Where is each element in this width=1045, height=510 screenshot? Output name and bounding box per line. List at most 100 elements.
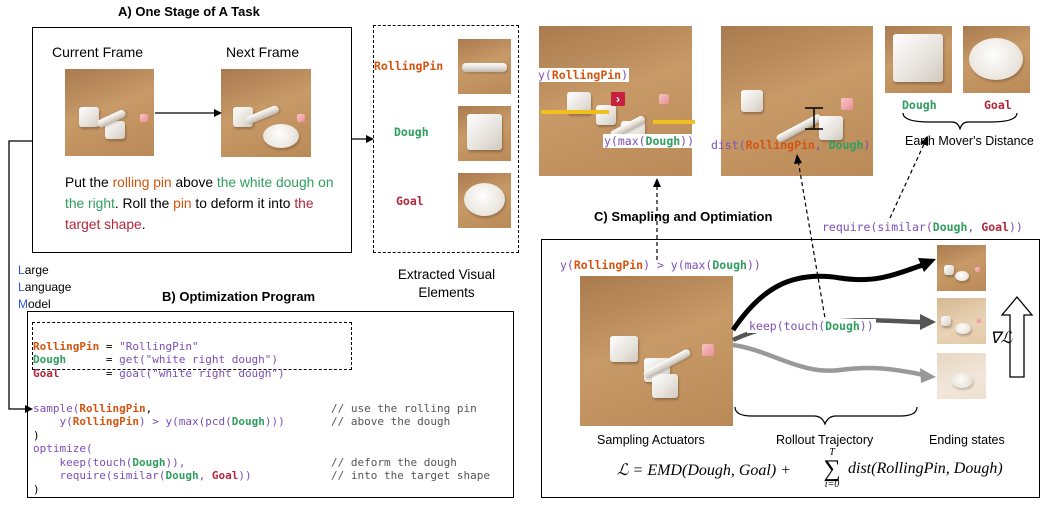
code-punct: , <box>814 138 829 152</box>
gradient-arrow-icon <box>1000 295 1034 378</box>
height-constraint-label: y(RollingPin) > y(max(Dough)) <box>560 258 761 272</box>
current-frame-image <box>65 69 154 156</box>
code-y: y( <box>560 258 574 272</box>
code-dough: Dough <box>165 469 199 482</box>
frame-arrow <box>155 109 222 117</box>
comment-deform: // deform the dough <box>331 455 457 469</box>
ending-state-3-image <box>937 353 986 399</box>
greater-than-icon: › <box>611 92 625 106</box>
task-instruction: Put the rolling pin above the white doug… <box>65 172 345 235</box>
rollout-trajectory-label: Rollout Trajectory <box>776 433 874 447</box>
dough-height-line <box>653 120 695 124</box>
dist-label: dist(RollingPin, Dough) <box>711 138 870 152</box>
code-close: )) <box>680 134 695 148</box>
current-frame-label: Current Frame <box>52 44 144 60</box>
extracted-rollingpin-image <box>458 39 511 94</box>
require-similar-label: require(similar(Dough, Goal)) <box>822 220 1023 234</box>
instruction-pin: pin <box>173 196 192 211</box>
code-close: )), <box>165 455 186 469</box>
code-punct: ) <box>33 428 40 442</box>
ending-states-label: Ending states <box>929 433 1005 447</box>
code-require: require(similar( <box>59 469 166 482</box>
code-close: ) <box>863 138 871 152</box>
code-y: y( <box>538 68 552 82</box>
code-keep: keep(touch( <box>59 455 133 469</box>
code-close: )) <box>746 258 761 272</box>
code-goal: Goal <box>211 469 239 482</box>
a-to-extracted-arrow <box>351 135 374 143</box>
definitions-code: RollingPin = "RollingPin"Dough = get("wh… <box>33 339 285 380</box>
instruction-rolling-pin: rolling pin <box>112 175 172 190</box>
code-dough: Dough <box>231 415 265 428</box>
section-a-panel <box>32 27 352 253</box>
extracted-dough-image <box>458 106 511 161</box>
sampling-actuators-label: Sampling Actuators <box>597 433 705 447</box>
code-sample: sample( <box>33 401 80 415</box>
code-close: ) <box>621 68 629 82</box>
distance-bracket-icon <box>805 107 823 130</box>
sampling-actuators-image <box>580 276 733 426</box>
dashed-connectors <box>653 136 928 325</box>
code-rollingpin: RollingPin <box>745 138 815 152</box>
ending-state-2-image <box>937 298 986 344</box>
code-punct: , <box>198 469 212 482</box>
code-gt-max: ) > y(max( <box>643 258 713 272</box>
instruction-text: . Roll the <box>114 196 174 211</box>
llm-word: anguage <box>24 280 72 294</box>
ending-state-1-image <box>937 245 986 291</box>
loss-lhs: ℒ = <box>617 462 648 479</box>
sum-operator: T ∑ i=0 <box>820 448 844 490</box>
y-rollingpin-label: y(RollingPin) <box>537 68 630 82</box>
keep-touch-label: keep(touch(Dough)) <box>747 319 876 333</box>
code-rollingpin: RollingPin <box>551 68 622 82</box>
loss-dist-args: (RollingPin, Dough) <box>871 460 1003 477</box>
code-close: )) <box>859 319 874 333</box>
def-dough-name: Dough <box>33 353 67 366</box>
code-y-max: y(max( <box>604 134 646 148</box>
code-y: y( <box>59 415 73 428</box>
emd-dough-image <box>885 26 952 93</box>
y-max-dough-label: y(max(Dough)) <box>603 134 696 148</box>
extracted-goal-label: Goal <box>396 194 424 208</box>
sum-sign: ∑ <box>823 456 841 482</box>
emd-goal-label: Goal <box>984 98 1012 112</box>
emd-label: Earth Mover's Distance <box>905 134 1034 148</box>
code-close: )) <box>1008 220 1023 234</box>
next-frame-label: Next Frame <box>226 44 300 60</box>
code-dist: dist( <box>711 138 746 152</box>
emd-bracket <box>902 112 1018 130</box>
distance-image <box>721 26 873 176</box>
program-code: sample(RollingPin, y(RollingPin) > y(max… <box>33 388 285 510</box>
code-rollingpin: RollingPin <box>79 401 146 415</box>
comment-target: // into the target shape <box>331 469 490 482</box>
loss-emd: EMD <box>647 462 682 479</box>
loss-dist: dist <box>848 460 872 477</box>
code-dough: Dough <box>712 258 747 272</box>
definitions-box <box>32 322 352 370</box>
section-c-panel <box>541 239 1040 498</box>
rollout-brace <box>734 406 918 426</box>
def-rollingpin-value: "RollingPin" <box>119 339 199 353</box>
llm-label: Large Language Model <box>18 262 71 313</box>
llm-word: odel <box>28 297 51 311</box>
def-dough-value: get("white right dough") <box>119 353 279 366</box>
code-punct: , <box>145 401 153 415</box>
instruction-text: Put the <box>65 175 113 190</box>
def-goal-name: Goal <box>33 366 60 380</box>
code-goal: Goal <box>981 220 1009 234</box>
section-a-title: A) One Stage of A Task <box>118 4 260 19</box>
emd-dough-label: Dough <box>902 98 937 112</box>
instruction-white-dough: the white dough on the right <box>65 175 334 211</box>
code-punct: , <box>967 220 982 234</box>
loss-formula: ℒ = EMD(Dough, Goal) + <box>617 460 791 480</box>
code-close: ))) <box>264 415 285 428</box>
extracted-elements-panel <box>373 25 519 253</box>
instruction-text: . <box>141 217 146 232</box>
code-close: )) <box>238 469 252 482</box>
instruction-text: to deform it into <box>191 196 295 211</box>
code-dough: Dough <box>132 455 166 469</box>
code-gt-max: ) > y(max(pcd( <box>138 415 232 428</box>
section-b-panel <box>27 311 514 498</box>
instruction-text: above <box>171 175 217 190</box>
llm-word: arge <box>24 263 49 277</box>
